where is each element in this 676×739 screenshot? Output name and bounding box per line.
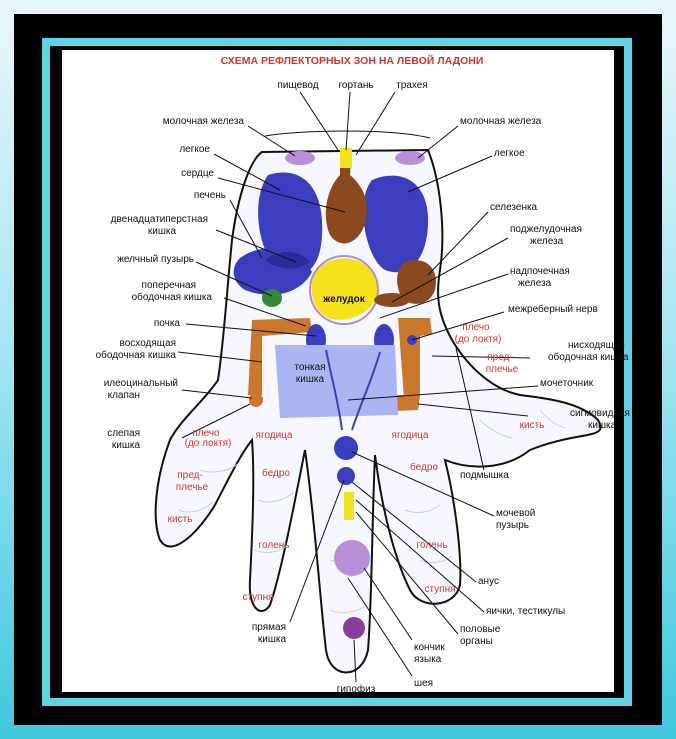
label-adrenal-line2: железа — [518, 278, 552, 289]
label-lung-left: легкое — [179, 144, 210, 155]
mammary-gland-right-zone — [395, 151, 425, 165]
label-cecum-line1: слепая — [107, 428, 140, 439]
zone-forearm-thumb-line2: плечье — [176, 482, 209, 493]
label-esophagus: пищевод — [277, 80, 318, 91]
zone-thigh-right: бедро — [410, 461, 438, 473]
label-larynx: гортань — [338, 80, 373, 91]
label-duodenum-line2: кишка — [148, 226, 177, 237]
label-spleen: селезенка — [490, 202, 538, 213]
genitals-zone — [344, 492, 354, 520]
zone-shoulder-little-line1: плечо — [462, 322, 490, 333]
label-anus: анус — [478, 576, 499, 587]
label-bladder-line2: пузырь — [496, 520, 529, 531]
label-small-intestine-line2: кишка — [296, 374, 325, 385]
label-descending-colon-line2: ободочная кишка — [548, 351, 629, 363]
label-transverse-colon-line1: поперечная — [142, 280, 196, 291]
label-gallbladder: желчный пузырь — [117, 254, 194, 265]
gallbladder-zone — [262, 289, 282, 307]
zone-thigh-left: бедро — [262, 467, 290, 479]
zone-shoulder-little-line2: (до локтя) — [455, 334, 502, 345]
label-lung-right: легкое — [494, 148, 525, 159]
label-tongue-tip-line2: языка — [414, 654, 442, 665]
zone-foot-right: ступня — [424, 584, 455, 595]
zone-buttock-right: ягодица — [392, 430, 429, 441]
label-small-intestine-line1: тонкая — [294, 362, 325, 373]
label-pancreas-line1: поджелудочная — [510, 224, 582, 235]
label-mammary-right: молочная железа — [460, 116, 542, 127]
zone-shin-right: голень — [417, 540, 448, 551]
label-bladder-line1: мочевой — [496, 508, 535, 519]
label-transverse-colon-line2: ободочная кишка — [132, 291, 213, 303]
ileocecal-valve-zone — [249, 393, 263, 407]
label-sigmoid-colon-line1: сигмовидная — [570, 408, 630, 419]
mammary-gland-left-zone — [285, 151, 315, 165]
label-ileocecal-valve-line2: клапан — [108, 390, 140, 401]
label-mammary-left: молочная железа — [163, 116, 245, 127]
label-ureter: мочеточник — [540, 378, 594, 389]
larynx-zone — [340, 148, 352, 168]
zone-forearm-thumb-line1: пред- — [177, 470, 202, 481]
label-cecum-line2: кишка — [112, 440, 141, 451]
tongue-tip-zone — [334, 540, 370, 576]
zone-shoulder-thumb-line2: (до локтя) — [185, 438, 232, 449]
zone-wrist-little: кисть — [520, 420, 545, 431]
zone-foot-left: ступня — [242, 592, 273, 603]
label-intercostal-nerve: межреберный нерв — [508, 303, 598, 315]
diagram-title: СХЕМА РЕФЛЕКТОРНЫХ ЗОН НА ЛЕВОЙ ЛАДОНИ — [221, 54, 484, 67]
zone-shin-left: голень — [259, 540, 290, 551]
zone-wrist-thumb: кисть — [168, 514, 193, 525]
zone-buttock-left: ягодица — [256, 430, 293, 441]
label-neck: шея — [414, 678, 433, 689]
label-kidney: почка — [154, 318, 181, 329]
label-pituitary: гипофиз — [337, 683, 376, 695]
label-genitals-line2: органы — [460, 636, 493, 647]
label-testicles: яички, тестикулы — [486, 606, 565, 617]
label-tongue-tip-line1: кончик — [414, 642, 445, 653]
zone-forearm-little-line1: пред- — [487, 352, 512, 363]
label-adrenal-line1: надпочечная — [510, 266, 570, 277]
label-rectum-line1: прямая — [252, 622, 286, 633]
label-armpit: подмышка — [460, 470, 509, 481]
label-rectum-line2: кишка — [258, 634, 287, 645]
label-pancreas-line2: железа — [530, 236, 564, 247]
label-descending-colon-line1: нисходящая — [568, 340, 625, 351]
label-sigmoid-colon-line2: кишка — [588, 420, 617, 431]
label-ascending-colon-line2: ободочная кишка — [96, 349, 177, 361]
label-heart: сердце — [181, 168, 214, 179]
label-duodenum-line1: двенадцатиперстная — [111, 214, 208, 225]
label-ascending-colon-line1: восходящая — [120, 338, 176, 349]
label-liver: печень — [194, 190, 226, 201]
label-ileocecal-valve-line1: илеоцинальный — [104, 378, 178, 389]
pituitary-zone — [343, 617, 365, 639]
zone-forearm-little-line2: плечье — [486, 364, 519, 375]
label-stomach: желудок — [322, 294, 366, 305]
label-trachea: трахея — [396, 80, 428, 91]
bladder-zone — [334, 436, 358, 460]
label-genitals-line1: половые — [460, 624, 501, 635]
